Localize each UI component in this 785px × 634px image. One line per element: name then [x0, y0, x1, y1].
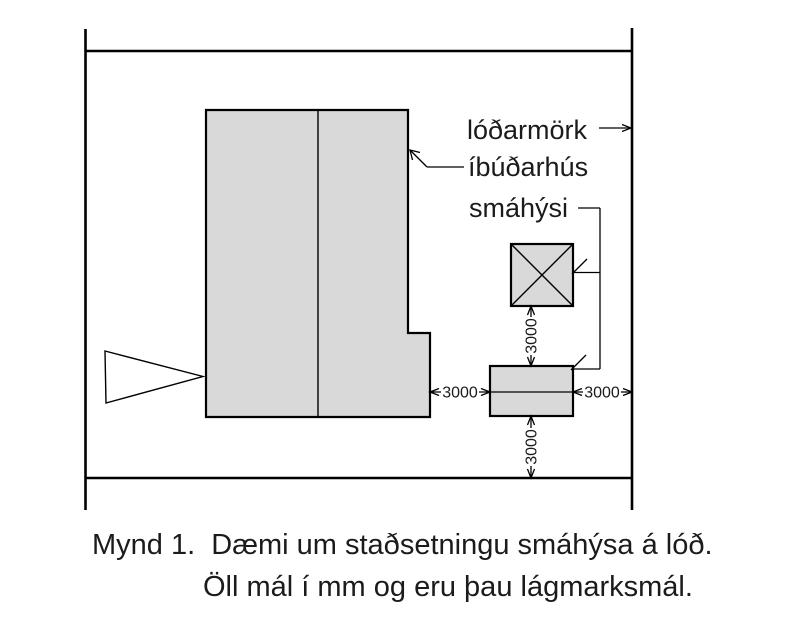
small-house-lower-shape — [488, 364, 575, 418]
dim-label-bg-left — [441, 384, 479, 400]
arrowhead-up-at-smallhouse-lower — [526, 414, 536, 426]
arrowhead-right-at-smallhouse — [480, 387, 492, 397]
label-small-house: smáhýsi — [469, 193, 568, 223]
label-residential-house: íbúðarhús — [468, 152, 588, 182]
arrowhead-left-at-smallhouse — [571, 387, 583, 397]
small-house-upper-diagonal-2 — [510, 243, 574, 307]
dimension-bottom-gap: 3000 — [524, 429, 541, 465]
arrowhead-left-at-house — [428, 387, 440, 397]
dim-label-bg-top — [523, 317, 539, 355]
figure-caption-line1: Mynd 1. Dæmi um staðsetningu smáhýsa á l… — [92, 529, 713, 561]
leader-tick-lower — [570, 354, 587, 371]
arrowhead-lot-boundary — [621, 123, 633, 133]
dimension-top-gap: 3000 — [524, 318, 541, 354]
triangle-marker — [104, 350, 206, 404]
arrowhead-house — [409, 149, 421, 161]
arrowhead-down-at-boundary — [526, 468, 536, 480]
dimension-left-gap: 3000 — [442, 385, 478, 402]
arrowhead-down-at-smallhouse — [526, 356, 536, 368]
small-house-upper — [509, 242, 575, 308]
leader-lines — [409, 123, 633, 371]
figure-caption-line2: Öll mál í mm og eru þau lágmarksmál. — [203, 571, 693, 603]
leader-tick-upper — [571, 258, 588, 275]
site-plan-diagram: 3000 3000 3000 3000 — [84, 28, 634, 510]
dimension-right-gap: 3000 — [584, 385, 620, 402]
dim-label-bg-bottom — [523, 428, 539, 466]
lot-boundary — [84, 28, 634, 510]
label-lot-boundary: lóðarmörk — [467, 115, 588, 145]
arrowhead-up-at-smallhouse — [526, 304, 536, 316]
arrowhead-right-at-boundary — [622, 387, 634, 397]
leader-house-diagonal — [409, 149, 428, 168]
dim-label-bg-right — [583, 384, 621, 400]
